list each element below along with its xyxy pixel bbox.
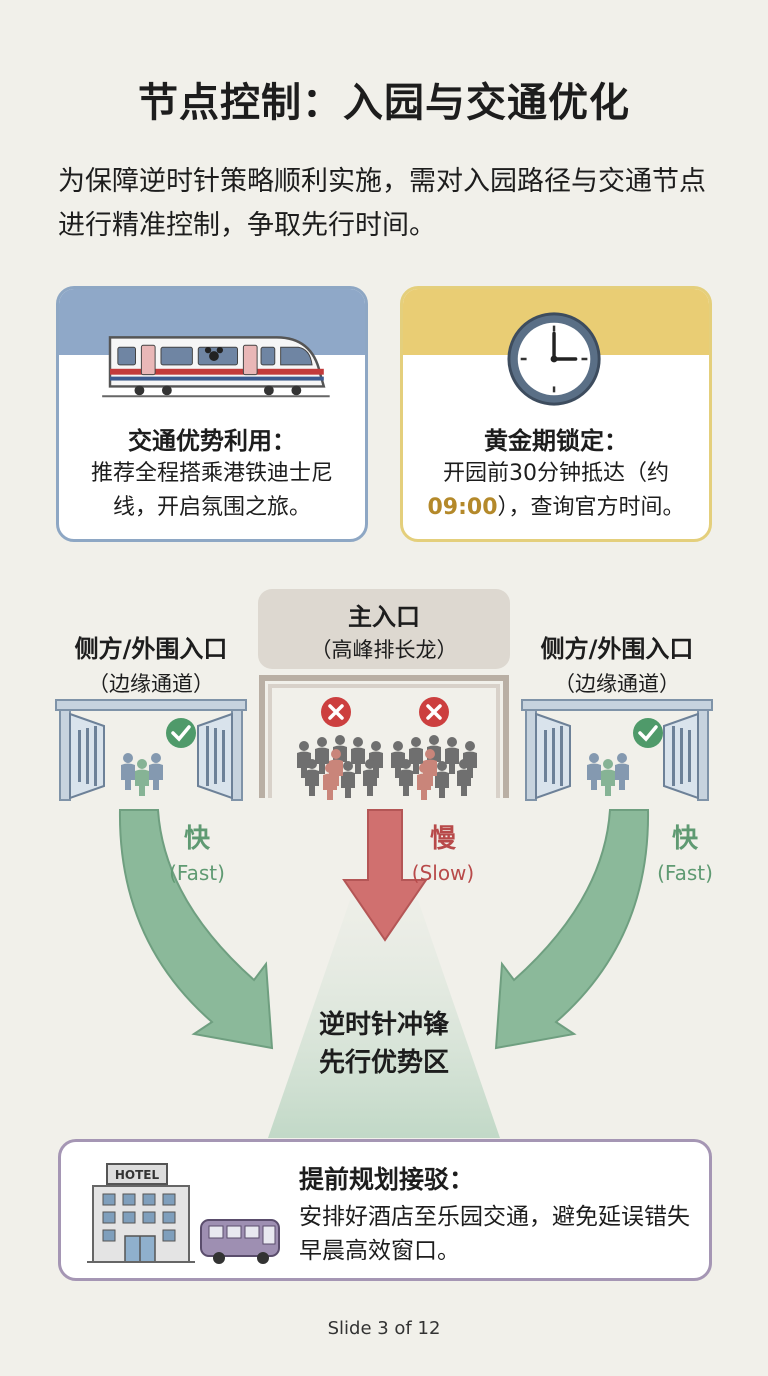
right-speed: 快 [671,824,698,854]
timing-time: 09:00 [427,495,498,520]
main-entrance-label: 主入口 （高峰排长龙） [258,589,510,669]
main-speed-label: 慢 (Slow) [398,818,488,885]
timing-card: 黄金期锁定： 开园前30分钟抵达（约 09:00），查询官方时间。 [400,286,712,542]
right-gate-icon [521,699,713,801]
right-crowd-icon [587,753,629,796]
clock-icon [507,312,601,406]
timing-heading: 黄金期锁定： [484,427,628,455]
main-blocked-icon-right [419,697,449,727]
slide-counter: Slide 3 of 12 [327,1318,441,1339]
target-zone-label: 逆时针冲锋 先行优势区 [284,1006,484,1082]
plan-card: HOTEL 提前规划接驳： 安排好酒店至乐园交通，避免延误错失早晨高效窗口。 [58,1139,712,1281]
left-speed: 快 [183,824,210,854]
slow-arrow [342,809,428,942]
plan-heading: 提前规划接驳： [299,1165,475,1194]
main-entrance-title: 主入口 [348,603,420,631]
left-speed-label: 快 (Fast) [152,818,242,885]
transit-card: 交通优势利用： 推荐全程搭乘港铁迪士尼线，开启氛围之旅。 [56,286,368,542]
left-gate-icon [55,699,247,801]
page-title: 节点控制：入园与交通优化 [138,80,630,126]
right-entrance-label: 侧方/外围入口 （边缘通道） [512,629,722,698]
main-blocked-icon-left [321,697,351,727]
target-zone-line2: 先行优势区 [318,1048,449,1078]
right-speed-label: 快 (Fast) [640,818,730,885]
target-zone-beam [268,900,500,1138]
left-entrance-title: 侧方/外围入口 [74,635,228,663]
timing-body: 开园前30分钟抵达（约 09:00），查询官方时间。 [417,457,695,525]
timing-body-before: 开园前30分钟抵达（约 [443,461,669,486]
left-crowd-icon [121,753,163,796]
bus-icon [200,1219,280,1264]
main-gate-icon [259,675,509,798]
main-speed: 慢 [429,824,456,854]
main-entrance-subtitle: （高峰排长龙） [310,638,458,662]
left-entrance-label: 侧方/外围入口 （边缘通道） [46,629,256,698]
right-check-icon [633,718,663,748]
right-speed-en: (Fast) [657,861,713,885]
transit-body: 推荐全程搭乘港铁迪士尼线，开启氛围之旅。 [90,461,333,520]
hotel-sign: HOTEL [115,1168,160,1182]
hotel-bus-icon: HOTEL [87,1163,280,1264]
intro-text: 为保障逆时针策略顺利实施，需对入园路径与交通节点进行精准控制，争取先行时间。 [58,166,706,241]
transit-heading: 交通优势利用： [128,427,296,455]
train-icon [102,336,330,398]
plan-body: 安排好酒店至乐园交通，避免延误错失早晨高效窗口。 [299,1204,690,1264]
left-speed-en: (Fast) [169,861,225,885]
right-entrance-title: 侧方/外围入口 [540,635,694,663]
left-check-icon [166,718,196,748]
target-zone-line1: 逆时针冲锋 [318,1010,449,1040]
right-fast-arrow [494,809,650,1050]
left-fast-arrow [118,809,274,1050]
timing-body-after: ），查询官方时间。 [497,495,685,520]
left-entrance-subtitle: （边缘通道） [88,672,214,696]
main-crowd-icon [297,735,477,800]
main-speed-en: (Slow) [411,861,475,885]
right-entrance-subtitle: （边缘通道） [554,672,680,696]
hotel-icon: HOTEL [87,1163,195,1263]
entrance-diagram [55,675,713,1138]
